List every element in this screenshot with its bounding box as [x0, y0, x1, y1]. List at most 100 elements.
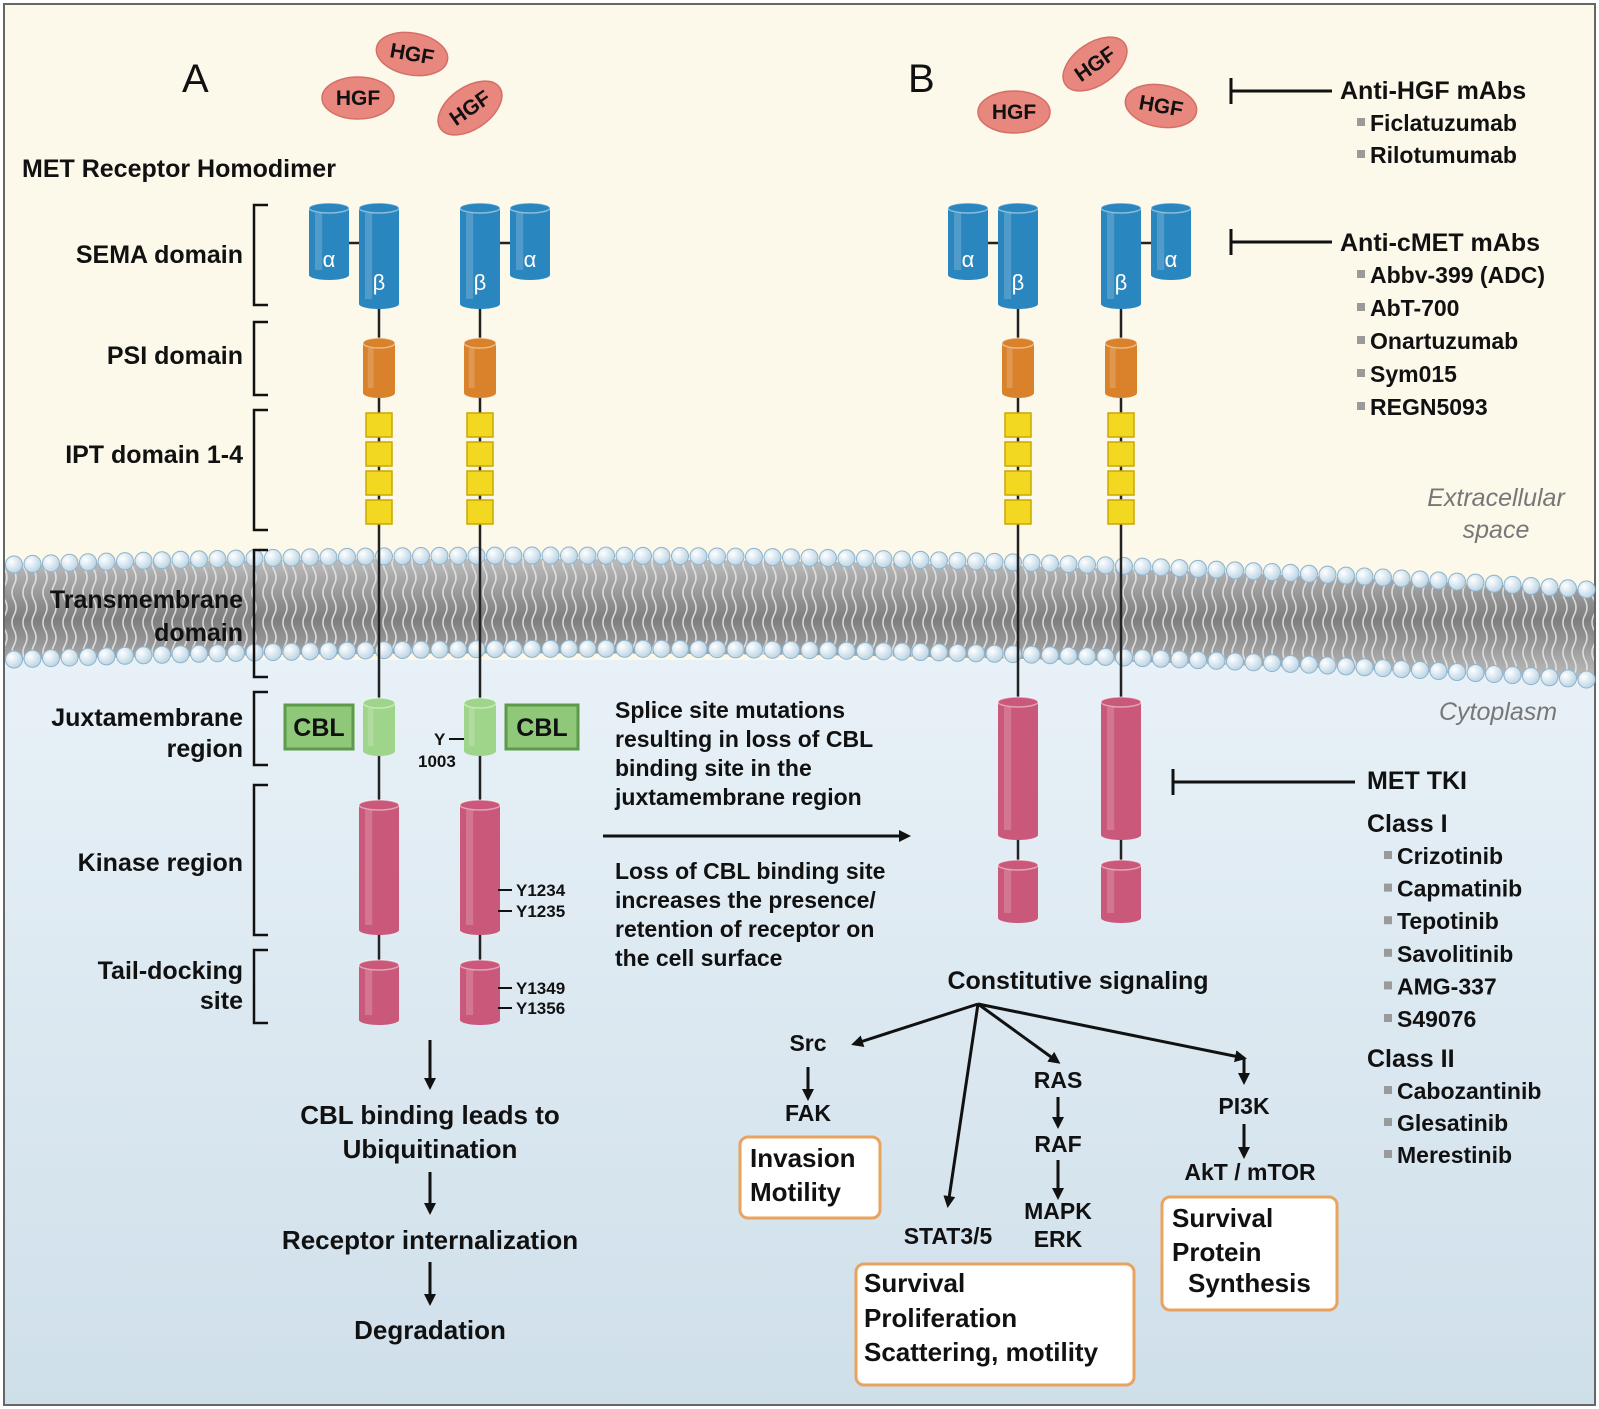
lipid-head	[1189, 651, 1207, 670]
alpha-label: α	[524, 247, 537, 272]
lipid-head	[1078, 647, 1096, 666]
lipid-head	[1022, 553, 1041, 572]
protein-synthesis-box: Survival Protein Synthesis	[1160, 1195, 1339, 1312]
beta-label: β	[373, 270, 386, 295]
lipid-head	[1540, 668, 1559, 687]
drug-name: Capmatinib	[1397, 876, 1522, 902]
ipt-domain	[1107, 412, 1135, 438]
alpha-subunit: α	[308, 202, 350, 280]
lipid-head	[208, 644, 227, 663]
svg-text:CBL: CBL	[516, 714, 567, 742]
lipid-head	[1300, 655, 1318, 674]
lipid-head	[412, 547, 430, 566]
lipid-head	[504, 546, 523, 565]
lipid-head	[393, 640, 412, 659]
loss-of-cbl-text: Loss of CBL binding site increases the p…	[615, 858, 885, 971]
ipt-domain	[466, 412, 494, 438]
lipid-head	[652, 546, 671, 565]
lipid-head	[671, 639, 689, 658]
svg-text:HGF: HGF	[336, 87, 381, 110]
lipid-head	[708, 547, 726, 566]
erk-node: ERK	[1034, 1226, 1083, 1252]
lipid-head	[1503, 575, 1522, 594]
alpha-subunit: α	[509, 202, 551, 280]
lipid-head	[837, 641, 856, 660]
bullet-icon	[1357, 118, 1365, 126]
lipid-head	[911, 643, 930, 662]
lipid-head	[1355, 567, 1374, 586]
lipid-head	[227, 549, 245, 568]
lipid-head	[1318, 656, 1337, 675]
ipt-domain	[1004, 412, 1032, 438]
lipid-head	[1355, 658, 1374, 677]
ipt-domain	[1107, 470, 1135, 496]
lipid-head	[856, 641, 874, 660]
lipid-head	[430, 640, 449, 659]
tail-docking-site	[358, 959, 400, 1025]
svg-text:Survival: Survival	[1172, 1203, 1273, 1233]
juxtamembrane-region	[362, 697, 396, 756]
lipid-head	[116, 646, 134, 665]
svg-text:HGF: HGF	[992, 101, 1037, 124]
lipid-head	[42, 554, 60, 573]
lipid-head	[301, 548, 319, 567]
lipid-head	[1318, 565, 1337, 584]
lipid-head	[985, 552, 1004, 571]
splice-mutation-text: Splice site mutations resulting in loss …	[614, 697, 873, 810]
drug-name: AMG-337	[1397, 973, 1497, 999]
svg-text:binding site in the: binding site in the	[615, 755, 812, 781]
lipid-head	[541, 546, 560, 565]
lipid-head	[578, 546, 597, 565]
lipid-head	[97, 552, 116, 571]
lipid-head	[356, 641, 375, 660]
raf-node: RAF	[1034, 1131, 1081, 1157]
lipid-head	[985, 644, 1004, 663]
tail-docking-label-2: site	[200, 987, 243, 1015]
lipid-head	[42, 649, 60, 668]
lipid-head	[393, 547, 412, 566]
lipid-head	[504, 639, 523, 658]
drug-name: Cabozantinib	[1397, 1078, 1541, 1104]
region-brackets	[252, 203, 268, 1025]
bullet-icon	[1357, 336, 1365, 344]
psi-domain	[362, 337, 396, 398]
lipid-head	[227, 643, 245, 662]
lipid-head	[1429, 571, 1448, 590]
svg-text:Survival: Survival	[864, 1268, 965, 1298]
bullet-icon	[1384, 1086, 1392, 1094]
bullet-icon	[1357, 369, 1365, 377]
panel-a-label: A	[182, 57, 209, 101]
lipid-head	[1041, 554, 1059, 573]
bullet-icon	[1357, 402, 1365, 410]
lipid-head	[60, 553, 79, 572]
lipid-head	[23, 649, 42, 668]
svg-text:retention of receptor on: retention of receptor on	[615, 916, 874, 942]
signaling-network: Constitutive signaling Src FAK STAT3/5 R…	[785, 967, 1316, 1252]
cbl-binding-text: CBL binding leads to	[300, 1100, 560, 1130]
lipid-head	[134, 551, 153, 570]
drug-name: AbT-700	[1370, 295, 1459, 321]
lipid-head	[319, 548, 338, 567]
beta-label: β	[1012, 270, 1025, 295]
alpha-label: α	[1165, 247, 1178, 272]
ipt-domain	[466, 499, 494, 525]
lipid-head	[1022, 645, 1041, 664]
y1003-number: 1003	[418, 752, 456, 771]
ipt-domain	[365, 412, 393, 438]
psi-domain-label: PSI domain	[107, 342, 243, 370]
drug-name: Ficlatuzumab	[1370, 110, 1517, 136]
lipid-head	[1522, 667, 1540, 686]
lipid-head	[671, 547, 689, 566]
lipid-head	[1485, 574, 1503, 593]
lipid-head	[763, 640, 782, 659]
lipid-head	[800, 548, 819, 567]
beta-label: β	[1115, 270, 1128, 295]
lipid-head	[1300, 564, 1318, 583]
drug-name: Abbv-399 (ADC)	[1370, 262, 1545, 288]
region-labels: SEMA domain PSI domain IPT domain 1-4 Tr…	[50, 241, 243, 1015]
alpha-label: α	[962, 247, 975, 272]
lipid-head	[1059, 646, 1078, 665]
met-tki-list: MET TKI Class I CrizotinibCapmatinibTepo…	[1367, 767, 1541, 1168]
bullet-icon	[1384, 981, 1392, 990]
cbl-box-left: CBL	[283, 703, 355, 751]
